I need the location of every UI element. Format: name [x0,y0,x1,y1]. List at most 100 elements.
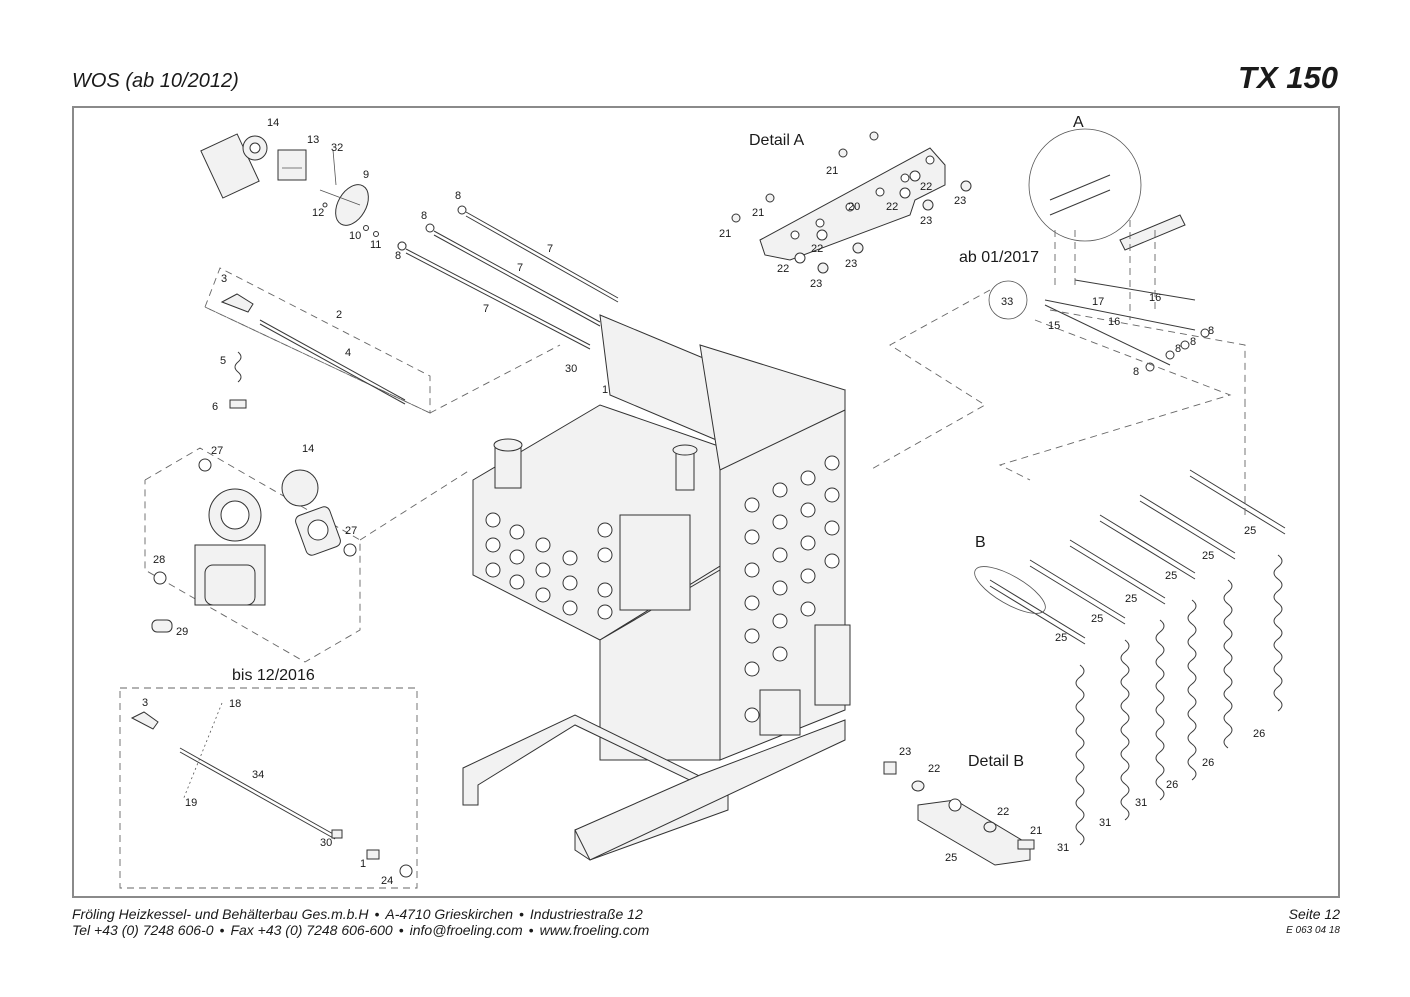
callout-8-c: 8 [421,210,427,222]
callout-5: 5 [220,355,226,367]
callout-12: 12 [312,207,324,219]
callout-31-b: 31 [1099,817,1111,829]
callout-21-c: 21 [719,228,731,240]
callout-25-detail-b: 25 [945,852,957,864]
callout-16-a: 16 [1149,292,1161,304]
callout-28: 28 [153,554,165,566]
callout-27-a: 27 [211,445,223,457]
flue-tube-holes-right [744,455,840,723]
callout-30-center: 30 [565,363,577,375]
callout-9: 9 [363,169,369,181]
callout-22-b: 22 [886,201,898,213]
old-version-box [119,687,418,889]
footer-bullet: • [519,906,524,922]
callout-23-a: 23 [954,195,966,207]
callout-26-b: 26 [1202,757,1214,769]
callout-22-detail-b-a: 22 [928,763,940,775]
callout-3: 3 [221,273,227,285]
callout-22-detail-b-b: 22 [997,806,1009,818]
callout-8-b: 8 [455,190,461,202]
callout-1-old: 1 [360,858,366,870]
footer-fax: Fax +43 (0) 7248 606-600 [230,922,393,938]
callout-7-a: 7 [547,243,553,255]
callout-8-e: 8 [1190,336,1196,348]
callout-31-a: 31 [1135,797,1147,809]
callout-25-a: 25 [1244,525,1256,537]
callout-7-b: 7 [517,262,523,274]
drive-disk [319,149,407,251]
callout-3-old: 3 [142,697,148,709]
model-title: TX 150 [1238,60,1338,95]
callout-15: 15 [1048,320,1060,332]
callout-17: 17 [1092,296,1104,308]
callout-25-c: 25 [1165,570,1177,582]
boiler-body [462,314,851,861]
detail-a-assembly [731,131,972,274]
callout-21-b: 21 [752,207,764,219]
detail-b-title: Detail B [968,753,1024,770]
callout-6: 6 [212,401,218,413]
callout-25-f: 25 [1055,632,1067,644]
callout-21-a: 21 [826,165,838,177]
callout-14-top: 14 [267,117,279,129]
callout-2: 2 [336,309,342,321]
turbulator-springs [1075,554,1283,846]
turbulator-bars [974,469,1286,645]
callout-23-b: 23 [920,215,932,227]
connection-lines [359,289,1246,541]
callout-25-d: 25 [1125,593,1137,605]
drive-motor-top [200,133,307,199]
lever-assembly [204,267,431,414]
callout-11: 11 [370,239,381,251]
callout-25-b: 25 [1202,550,1214,562]
footer-address: A-4710 Grieskirchen [385,906,513,922]
footer-tel: Tel +43 (0) 7248 606-0 [72,922,214,938]
callout-29: 29 [176,626,188,638]
flue-tube-holes-left [485,512,613,620]
footer-web: www.froeling.com [539,922,650,938]
footer-bullet: • [528,922,534,938]
footer-line-1: Fröling Heizkessel- und Behälterbau Ges.… [72,906,643,922]
callout-labels: 14 13 32 9 12 10 11 8 8 8 7 7 7 3 2 4 5 … [142,114,1265,887]
drive-shafts [397,205,619,350]
callout-8-g: 8 [1133,366,1139,378]
detail-b-assembly [883,761,1035,866]
callout-34: 34 [252,769,264,781]
callout-24: 24 [381,875,393,887]
footer-company: Fröling Heizkessel- und Behälterbau Ges.… [72,906,369,922]
callout-18: 18 [229,698,241,710]
callout-22-a: 22 [920,181,932,193]
callout-26-a: 26 [1253,728,1265,740]
callout-1-center: 1 [602,384,608,396]
gear-motor-assembly [144,447,361,663]
callout-20: 20 [848,201,860,213]
callout-25-e: 25 [1091,613,1103,625]
callout-8-f: 8 [1175,343,1181,355]
callout-10: 10 [349,230,361,242]
footer-bullet: • [374,906,380,922]
callout-30-old: 30 [320,837,332,849]
callout-23-c: 23 [845,258,857,270]
circle-a-label: A [1073,114,1084,131]
version-label-2016: bis 12/2016 [232,667,315,684]
callout-14-gear: 14 [302,443,314,455]
footer-email: info@froeling.com [409,922,523,938]
callout-21-detail-b: 21 [1030,825,1042,837]
callout-8-a: 8 [395,250,401,262]
callout-22-d: 22 [777,263,789,275]
callout-23-detail-b: 23 [899,746,911,758]
document-number: E 063 04 18 [1286,925,1340,936]
footer-line-2: Tel +43 (0) 7248 606-0 • Fax +43 (0) 7248 … [72,922,649,938]
callout-22-c: 22 [811,243,823,255]
detail-a-title: Detail A [749,132,804,149]
callout-7-c: 7 [483,303,489,315]
callout-16-b: 16 [1108,316,1120,328]
circle-b-label: B [975,534,986,551]
callout-26-c: 26 [1166,779,1178,791]
document-subtitle: WOS (ab 10/2012) [72,70,239,92]
footer-street: Industriestraße 12 [529,906,643,922]
version-label-2017: ab 01/2017 [959,249,1039,266]
callout-19: 19 [185,797,197,809]
callout-32: 32 [331,142,343,154]
callout-23-d: 23 [810,278,822,290]
